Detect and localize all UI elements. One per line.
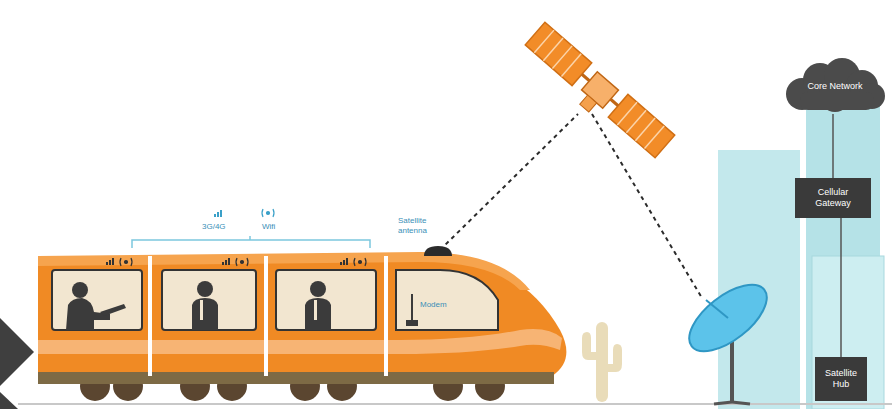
tie [200, 300, 203, 320]
car-separators [150, 256, 386, 376]
dish-feed [706, 300, 728, 318]
cactus-trunk [596, 322, 608, 402]
dish-leg [732, 402, 750, 404]
bracket-cell-icon [214, 210, 222, 217]
connector-line [840, 218, 842, 357]
passenger-head [310, 281, 326, 297]
passenger-body [192, 298, 218, 330]
callout-label: Modem [420, 300, 460, 310]
cloud-base [800, 92, 874, 110]
bracket-tick [249, 236, 251, 240]
cactus [582, 322, 622, 402]
dish-reflector [678, 272, 778, 363]
laptop [100, 304, 126, 316]
satellite-dish [678, 272, 778, 404]
building [718, 150, 800, 409]
cell-bars [106, 258, 348, 265]
satellite [519, 22, 674, 164]
cloud-node: Core Network [780, 58, 890, 114]
ground-line [18, 403, 892, 405]
satellite-nozzle [580, 95, 597, 112]
train-body [38, 256, 566, 376]
callout-label: Wifi [262, 222, 292, 232]
building [812, 256, 884, 409]
signal-icons [106, 258, 366, 266]
train-stripe [38, 329, 562, 354]
modem [406, 320, 418, 326]
wifi-symbols [120, 258, 366, 266]
satellite-link [440, 114, 578, 250]
windows [52, 270, 498, 330]
satellite-antenna [424, 246, 452, 256]
panel-stripes [534, 30, 664, 148]
cactus-arm [608, 344, 622, 372]
process-box: Cellular Gateway [795, 178, 871, 218]
connector-line [832, 114, 834, 178]
chevron [0, 392, 18, 409]
cactus-arm [582, 332, 596, 360]
passenger-head [197, 281, 213, 297]
passengers [66, 281, 331, 330]
node-text: Cellular Gateway [805, 187, 861, 209]
modem-antenna [411, 294, 413, 322]
node-text: Satellite Hub [825, 368, 857, 390]
chevron [0, 318, 34, 386]
process-box: Satellite Hub [815, 357, 867, 401]
dish-leg [714, 402, 732, 404]
callout-label: Satellite antenna [398, 216, 452, 236]
train-underframe [38, 372, 554, 384]
passenger-head [72, 282, 88, 298]
passenger-body [305, 298, 331, 330]
tie [314, 300, 317, 320]
bracket-wifi-icon [262, 209, 274, 217]
callout-label: 3G/4G [202, 222, 242, 232]
coverage-bracket [132, 240, 370, 248]
node-text: Core Network [807, 81, 862, 92]
